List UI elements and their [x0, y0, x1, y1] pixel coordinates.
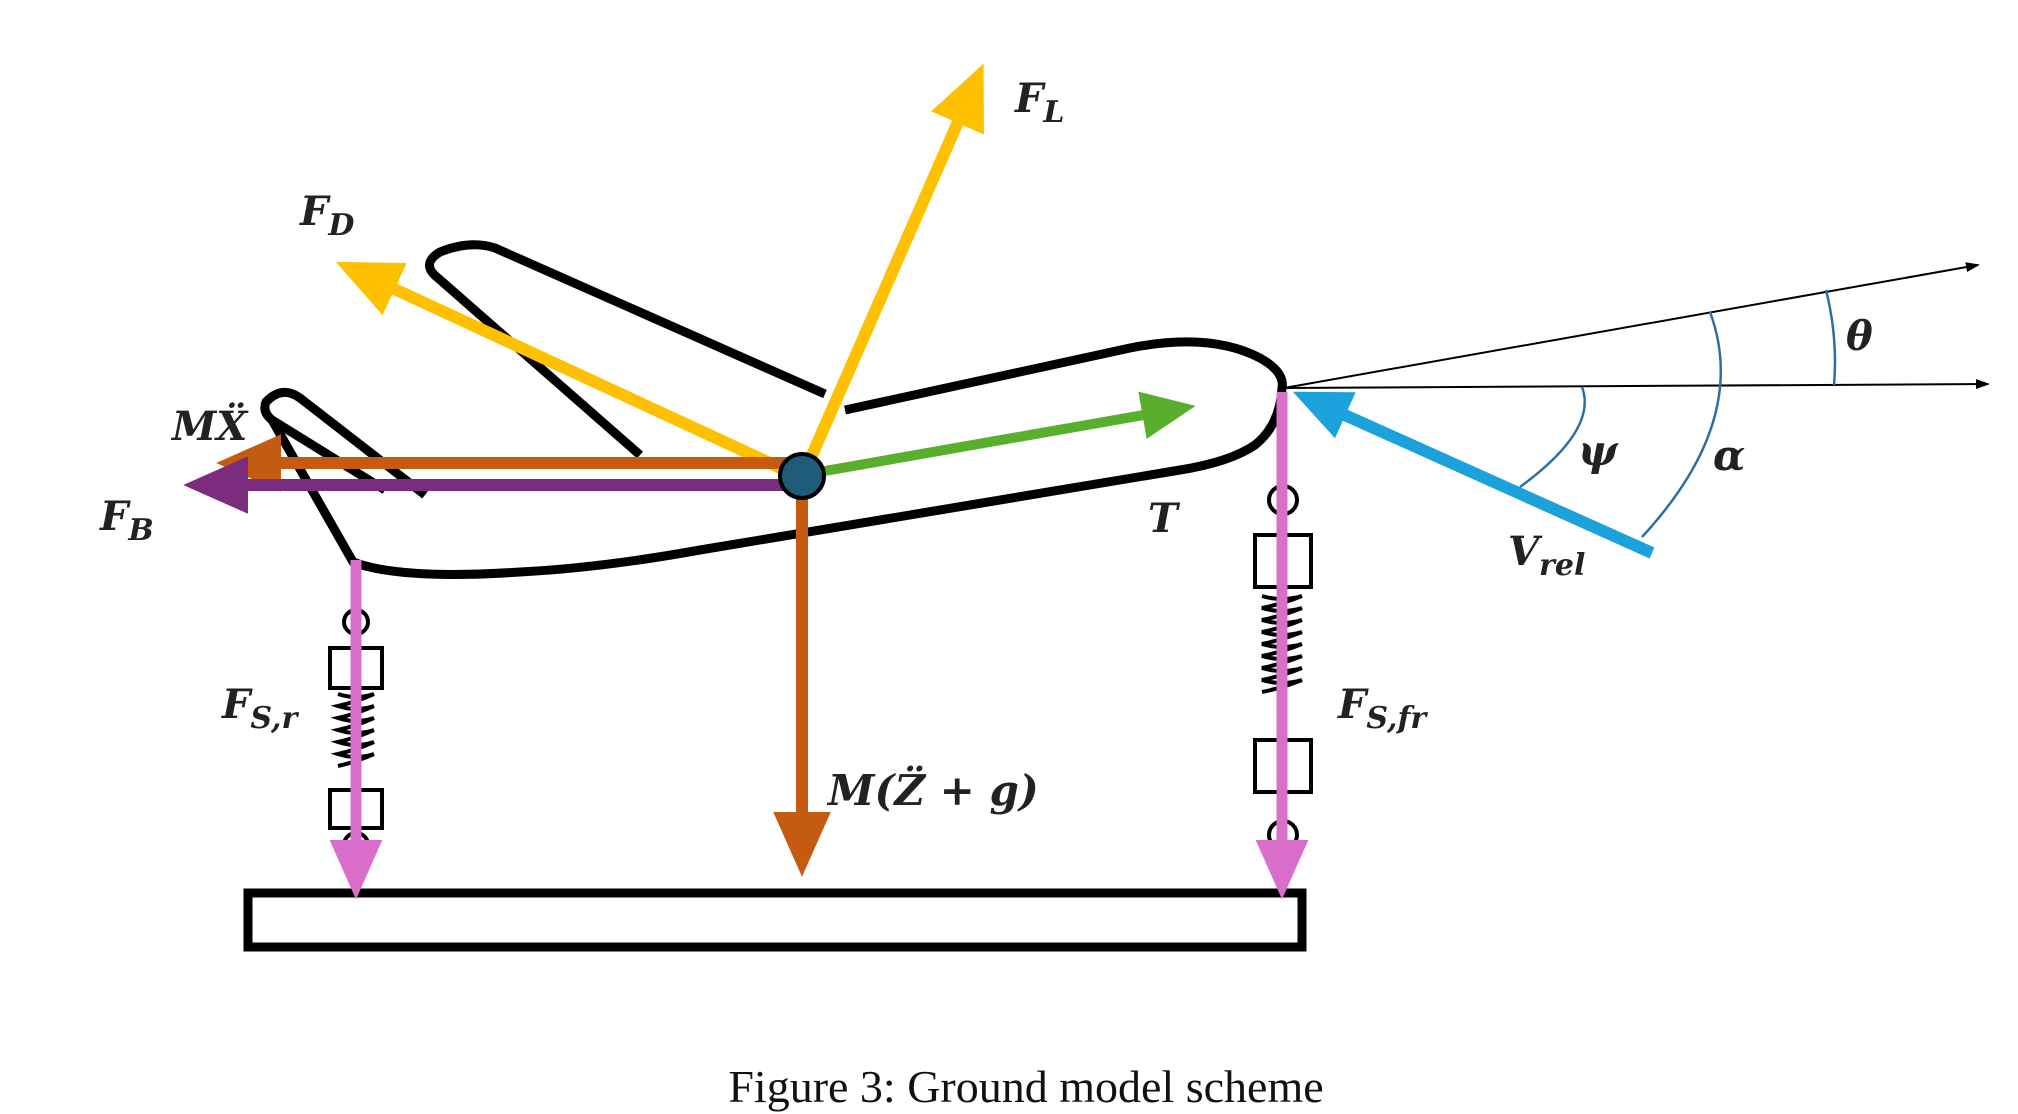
body-axis-line [1283, 262, 1980, 389]
alpha-arc [1641, 311, 1722, 538]
center-of-gravity [778, 452, 826, 500]
velocity-label: Vrel [1508, 528, 1585, 583]
psi-arc [1519, 386, 1586, 489]
relative-velocity-arrow [1292, 391, 1655, 559]
weight-label: M(Z̈ + g) [826, 764, 1039, 815]
fuselage-outline [268, 337, 1287, 579]
lift-label: FL [1014, 75, 1065, 130]
theta-arc [1824, 289, 1837, 386]
lift-arrow [796, 63, 984, 481]
wing-outline [425, 240, 827, 459]
drag-label: FD [299, 188, 354, 243]
theta-label: θ [1846, 313, 1873, 360]
thrust-label: T [1148, 495, 1181, 542]
alpha-label: α [1713, 431, 1745, 480]
figure-caption: Figure 3: Ground model scheme [728, 1061, 1323, 1112]
drag-arrow [335, 261, 805, 484]
ground-platform [243, 888, 1307, 952]
rear-spring-label: FS,r [221, 681, 299, 736]
thrust-arrow [801, 391, 1196, 480]
horizontal-tail-outline [260, 387, 428, 499]
psi-label: ψ [1578, 426, 1619, 475]
horizontal-reference-line [1283, 379, 1990, 390]
front-spring-label: FS,fr [1337, 681, 1428, 736]
inertia-x-label: MẌ [170, 403, 249, 450]
brake-label: FB [99, 493, 154, 548]
